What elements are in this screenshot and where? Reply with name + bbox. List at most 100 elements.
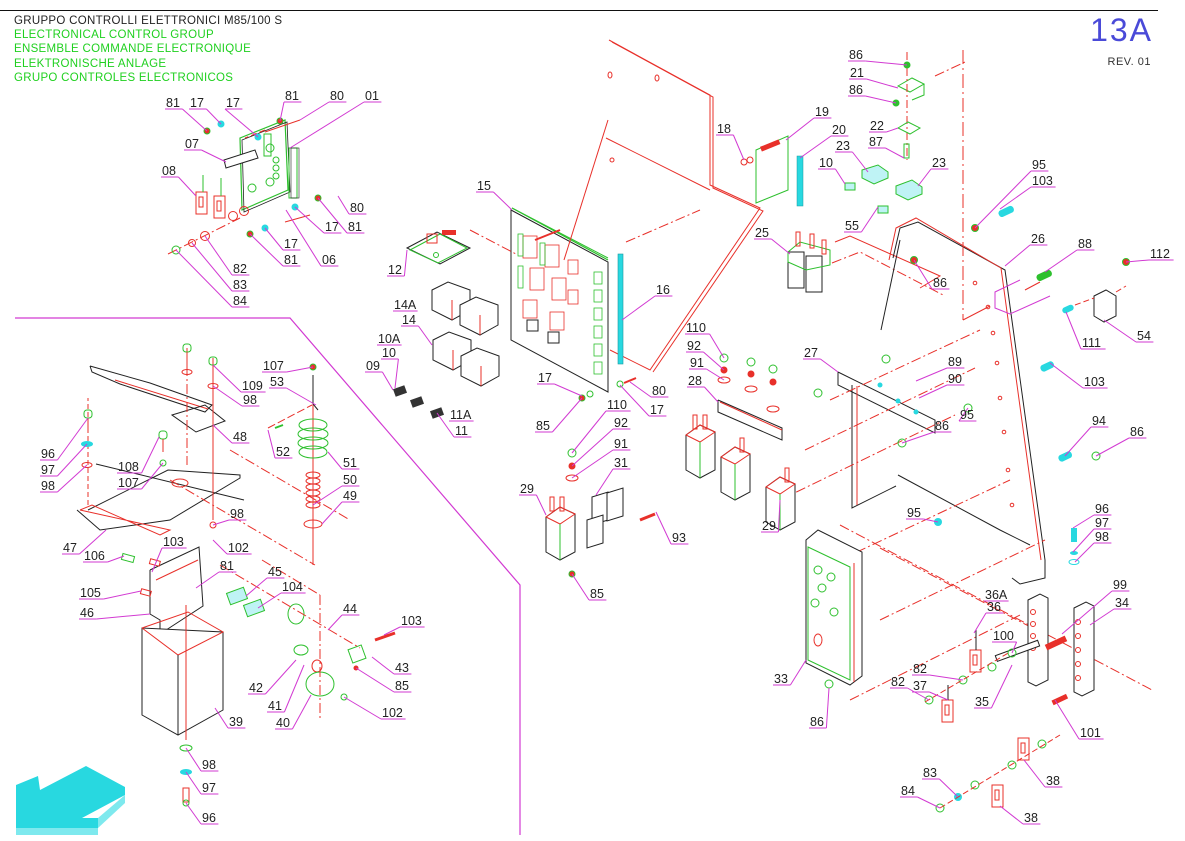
callout-leader (279, 101, 285, 122)
callout-95: 95 (958, 407, 977, 422)
fuse-holders (844, 164, 923, 214)
callout-19: 19 (785, 105, 832, 141)
callout-43: 43 (371, 656, 412, 675)
callout-label: 81 (285, 89, 299, 103)
callout-82: 82 (890, 675, 930, 701)
callout-leader (327, 451, 343, 470)
callout-leader (299, 101, 330, 121)
callout-08: 08 (161, 164, 197, 197)
callout-label: 06 (322, 253, 336, 267)
contactors (545, 353, 797, 578)
callout-label: 09 (366, 359, 380, 373)
callout-42: 42 (248, 659, 297, 695)
callout-leader (195, 571, 220, 589)
callout-leader (571, 449, 614, 479)
callout-33: 33 (773, 659, 807, 686)
callout-leader (1011, 641, 1018, 654)
callout-17: 17 (537, 371, 583, 397)
title-spanish: GRUPO CONTROLES ELECTRONICOS (14, 71, 234, 84)
callout-17: 17 (224, 96, 259, 138)
callout-leader (286, 366, 314, 373)
callout-leader (312, 485, 343, 506)
callout-leader (337, 195, 350, 215)
callout-label: 110 (686, 321, 706, 335)
mounting-plate-27 (779, 329, 1153, 701)
callout-label: 98 (230, 507, 244, 521)
callout-leader (286, 387, 317, 406)
callout-leader (151, 547, 163, 573)
callout-44: 44 (327, 602, 360, 631)
callout-99: 99 (1061, 578, 1130, 635)
callout-leader (403, 249, 408, 277)
callout-97: 97 (185, 771, 219, 795)
callout-80: 80 (337, 195, 367, 215)
callout-94: 94 (1064, 414, 1109, 457)
callout-109: 109 (212, 364, 266, 393)
callout-leader (703, 351, 725, 371)
callout-107: 107 (117, 462, 164, 490)
spring-assembly (267, 363, 329, 565)
callout-26: 26 (1004, 232, 1048, 267)
callout-leader (999, 186, 1032, 210)
callout-01: 01 (289, 89, 382, 149)
callout-leader (820, 358, 839, 373)
board-fixings (578, 377, 637, 402)
title-french: ENSEMBLE COMMANDE ELECTRONIQUE (14, 43, 252, 56)
callout-label: 23 (932, 156, 946, 170)
callout-81: 81 (279, 89, 302, 122)
callout-103: 103 (999, 174, 1056, 210)
callout-leader (907, 687, 930, 701)
callout-leader (1072, 514, 1095, 529)
callout-label: 43 (395, 661, 409, 675)
callout-92: 92 (686, 339, 725, 371)
callout-label: 82 (891, 675, 905, 689)
callout-leader (191, 242, 233, 292)
callout-label: 111 (1082, 336, 1101, 350)
callout-label: 29 (520, 482, 534, 496)
callout-label: 86 (810, 715, 824, 729)
callout-leader (886, 127, 899, 133)
callout-39: 39 (214, 707, 246, 729)
callout-label: 33 (774, 672, 788, 686)
callout-label: 107 (263, 359, 284, 373)
callout-22: 22 (869, 119, 899, 133)
callout-label: 98 (1095, 530, 1109, 544)
callout-label: 95 (960, 408, 974, 422)
callout-leader (923, 518, 939, 523)
callout-label: 102 (382, 706, 403, 720)
callout-14: 14 (401, 313, 433, 346)
title-english: ELECTRONICAL CONTROL GROUP (14, 29, 214, 42)
callout-80: 80 (299, 89, 347, 121)
callout-11: 11 (436, 412, 472, 438)
callout-leader (958, 407, 969, 422)
callout-leader (571, 410, 607, 454)
callout-leader (1049, 362, 1084, 389)
callout-84: 84 (175, 249, 250, 308)
busbar-fuses (924, 593, 1095, 813)
callout-leader (1023, 759, 1046, 788)
callout-label: 110 (607, 398, 627, 412)
callout-leader (834, 168, 846, 185)
callout-leader (1089, 608, 1115, 626)
callout-leader (1125, 259, 1150, 263)
callout-leader (371, 656, 395, 675)
callout-label: 81 (220, 559, 234, 573)
callout-98: 98 (40, 464, 88, 493)
callout-label: 83 (233, 278, 247, 292)
callout-label: 39 (229, 715, 243, 729)
callout-label: 90 (948, 372, 962, 386)
callout-07: 07 (184, 137, 227, 163)
callout-leader (417, 325, 433, 346)
callout-20: 20 (799, 123, 849, 159)
callout-leader (294, 206, 325, 234)
callout-leader (917, 796, 941, 809)
callout-leader (212, 519, 230, 526)
callout-label: 97 (202, 781, 216, 795)
callout-label: 107 (118, 476, 139, 490)
callout-label: 17 (538, 371, 552, 385)
callout-98: 98 (212, 385, 260, 407)
callout-81: 81 (195, 559, 237, 589)
callout-leader (57, 443, 88, 477)
callout-10: 10 (381, 346, 399, 389)
callout-leader (285, 209, 322, 267)
